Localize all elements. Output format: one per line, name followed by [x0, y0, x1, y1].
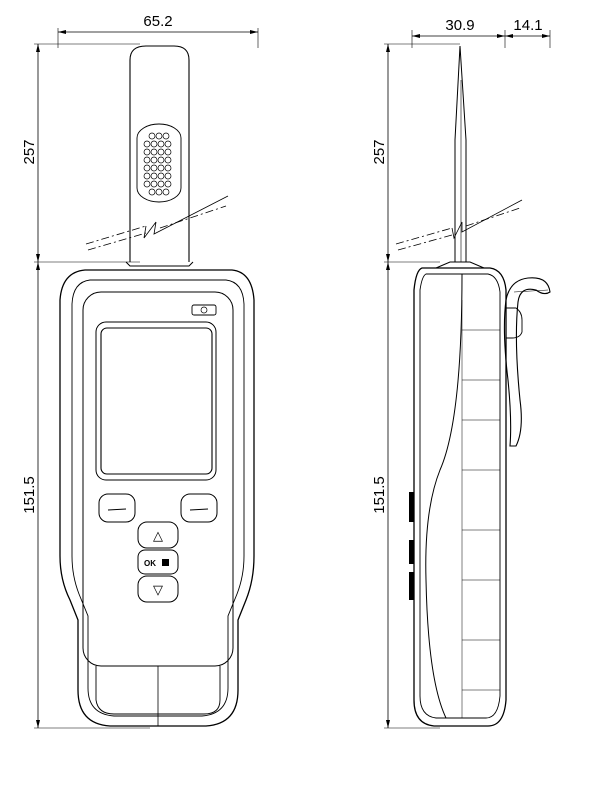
side-break-line	[395, 199, 523, 251]
side-depth-label: 30.9	[445, 17, 474, 34]
front-body-height-dimension	[34, 262, 150, 729]
side-body-inner	[419, 273, 501, 719]
up-arrow-icon: △	[153, 529, 163, 544]
down-arrow-icon: ▽	[153, 583, 163, 598]
side-probe-height-dimension	[384, 43, 460, 263]
side-view: 30.9 14.1 257 151.5	[371, 17, 551, 729]
ok-button-label: OK	[144, 559, 156, 568]
side-buttons	[409, 492, 414, 600]
side-body-height-dimension	[384, 262, 440, 729]
side-contour	[425, 273, 463, 719]
front-body-outer	[59, 269, 255, 727]
side-depth-dimension	[411, 30, 551, 48]
side-body-outer	[413, 267, 507, 727]
front-body-inner-rim	[71, 279, 245, 717]
side-clip-depth-label: 14.1	[513, 17, 542, 34]
probe-collar	[125, 261, 194, 267]
side-probe-collar	[435, 261, 485, 269]
side-probe	[454, 45, 467, 263]
front-width-label: 65.2	[143, 13, 172, 30]
front-width-dimension	[57, 28, 259, 48]
front-body-height-label: 151.5	[21, 476, 38, 514]
soft-key-right[interactable]	[180, 493, 218, 523]
soft-key-left[interactable]	[98, 493, 136, 523]
front-probe	[129, 45, 190, 262]
front-probe-height-label: 257	[21, 139, 38, 164]
belt-clip	[503, 277, 551, 447]
lcd-screen-bezel	[95, 321, 217, 481]
front-bottom-cap	[95, 666, 221, 715]
belt-clip-mount	[506, 307, 523, 339]
side-probe-height-label: 257	[371, 139, 388, 164]
front-view: 65.2 257 151.5	[21, 13, 259, 729]
front-break-line	[85, 195, 229, 251]
ok-button[interactable]	[137, 549, 179, 575]
probe-vent-holes	[143, 132, 172, 196]
side-body-height-label: 151.5	[371, 476, 388, 514]
front-probe-height-dimension	[34, 43, 140, 263]
power-button[interactable]	[191, 304, 217, 316]
side-surface-lines	[461, 300, 500, 718]
lcd-screen	[100, 327, 213, 475]
up-button[interactable]	[137, 521, 179, 549]
down-button[interactable]	[137, 575, 179, 603]
